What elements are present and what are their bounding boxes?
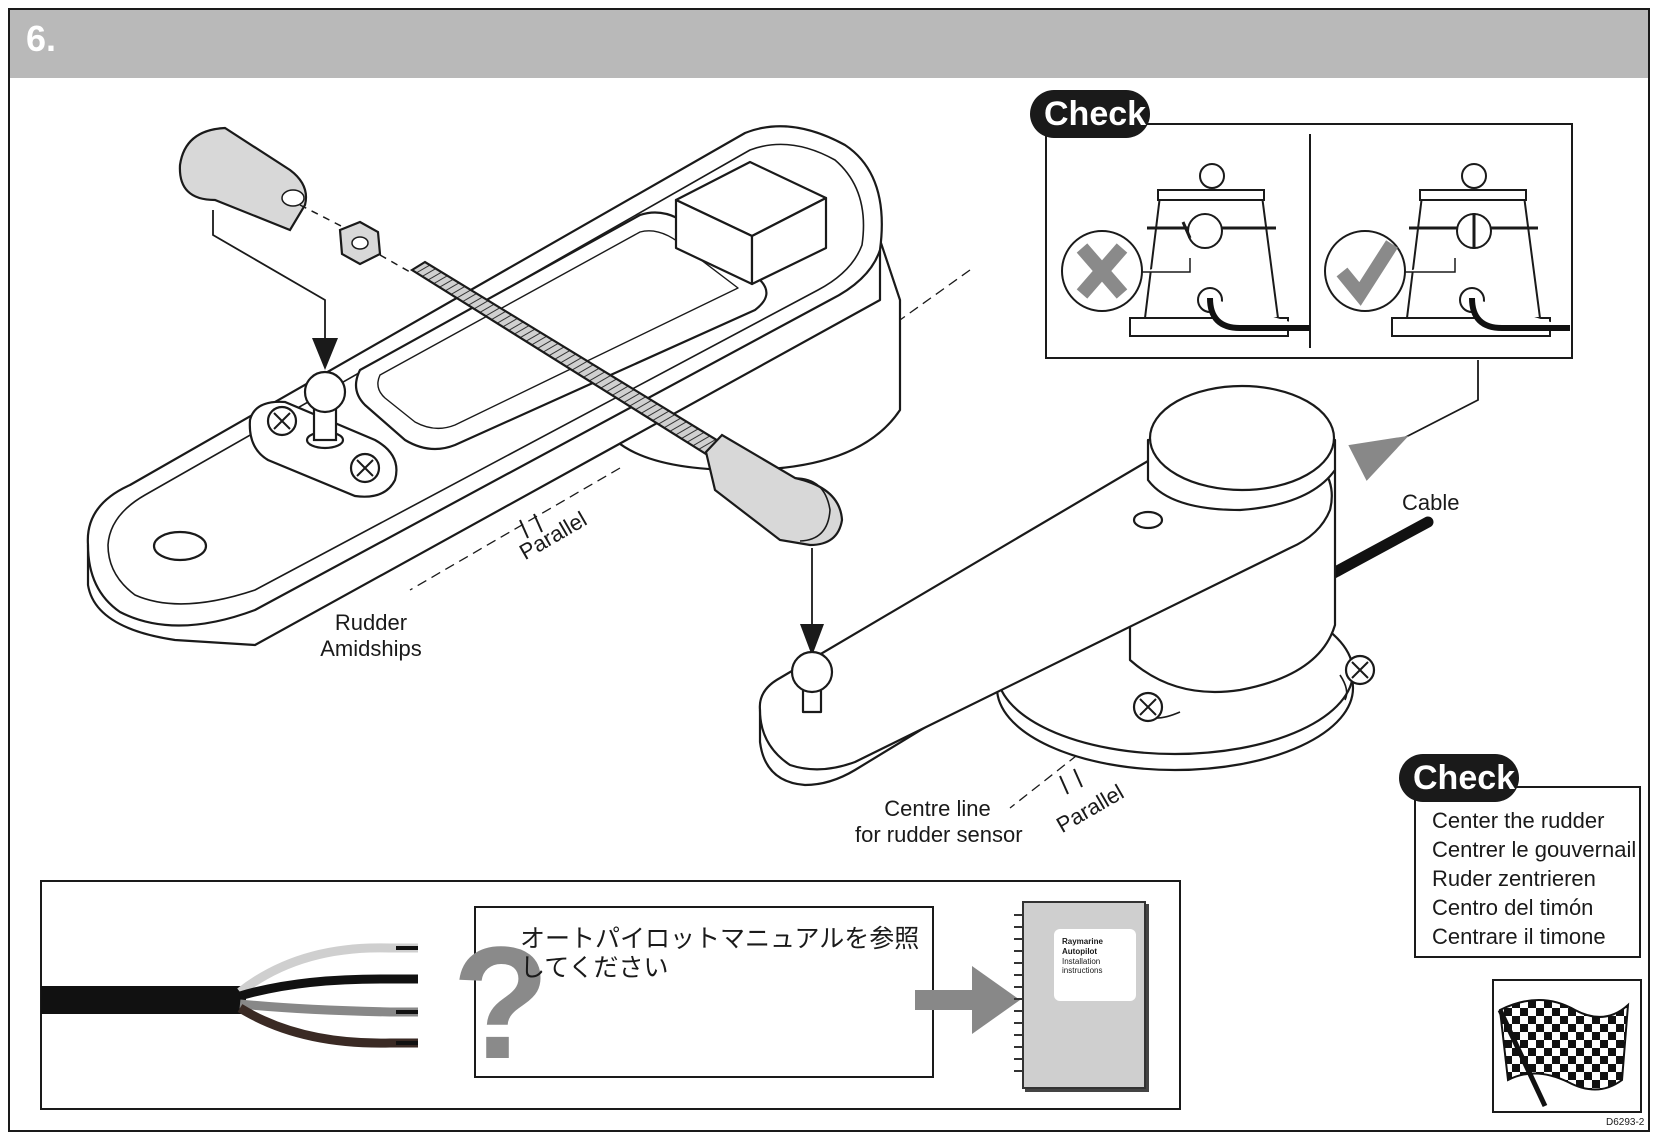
centre-line-line-1: Centre line [884, 796, 991, 821]
check-tag-top: Check [1030, 90, 1150, 138]
check-line-it: Centrare il timone [1432, 924, 1606, 949]
tiller-arm [86, 125, 902, 647]
parallel-marker-2 [1059, 768, 1083, 795]
socket-hole [281, 189, 305, 207]
cross-icon [1076, 243, 1128, 299]
refer-manual-line-1: オートパイロットマニュアルを参照 [520, 924, 920, 953]
check-line-en: Center the rudder [1432, 808, 1605, 833]
manual-subtitle-1: Installation [1062, 957, 1101, 966]
refer-arrow-icon [915, 966, 1020, 1034]
centre-line-label: Centre line for rudder sensor [855, 796, 1023, 849]
check-panel-correct [1324, 163, 1570, 337]
autopilot-manual: Raymarine Autopilot Installation instruc… [1022, 901, 1146, 1089]
down-arrow-1 [312, 338, 338, 370]
check-pointer-arrow [1348, 435, 1409, 481]
check-tag-bottom: Check [1399, 754, 1519, 802]
socket-cap [178, 126, 308, 232]
check-line-de: Ruder zentrieren [1432, 866, 1596, 891]
down-arrow-2 [800, 624, 824, 656]
parallel-marker-1 [519, 513, 543, 539]
check-panel-incorrect [1061, 163, 1310, 337]
refer-manual-instruction: オートパイロットマニュアルを参照 してください [520, 924, 919, 982]
rudder-amidships-line-2: Amidships [320, 636, 422, 662]
check-line-es: Centro del timón [1432, 895, 1594, 920]
page-frame [8, 8, 1650, 1132]
ball-stud-2 [790, 650, 834, 694]
tiller-block-right [750, 196, 828, 286]
rudder-amidships-line-1: Rudder [334, 610, 408, 635]
sensor-drum-top [1148, 384, 1336, 492]
sensor-hole [1132, 510, 1164, 530]
checkered-flag-icon [1497, 999, 1630, 1108]
refer-manual-line-2: してください [520, 953, 669, 982]
check-line-fr: Centrer le gouvernail [1432, 837, 1637, 862]
cable-bundle [41, 943, 418, 1048]
tiller-slot-inner [377, 230, 739, 430]
ball-bracket [248, 370, 398, 498]
step-header-bar [10, 10, 1648, 78]
rudder-amidships-label: Rudder Amidships [318, 610, 424, 663]
linkage-parts [178, 126, 844, 547]
document-id: D6293-2 [1606, 1117, 1645, 1128]
check-bottom-box: Center the rudder Centrer le gouvernail … [1414, 786, 1641, 958]
centre-line-line-2: for rudder sensor [855, 822, 1023, 848]
tiller-arm-inner-edge [107, 143, 865, 605]
sensor-cable [1324, 516, 1434, 581]
tick-icon [1336, 240, 1398, 306]
step-number: 6. [26, 18, 57, 59]
tiller-hole [152, 530, 208, 562]
rod-end-socket [704, 433, 844, 547]
question-mark-icon: ? [452, 913, 550, 1092]
rudder-sensor [758, 384, 1434, 787]
manual-title: Autopilot [1062, 947, 1098, 956]
manual-cover-label: Raymarine Autopilot Installation instruc… [1054, 929, 1136, 1001]
manual-brand: Raymarine [1062, 937, 1103, 946]
manual-spiral [1014, 914, 1028, 1072]
wiring-box [40, 880, 1181, 1110]
manual-subtitle-2: instructions [1062, 966, 1103, 975]
ball-stud-1 [303, 370, 347, 414]
cable-label: Cable [1402, 490, 1460, 515]
